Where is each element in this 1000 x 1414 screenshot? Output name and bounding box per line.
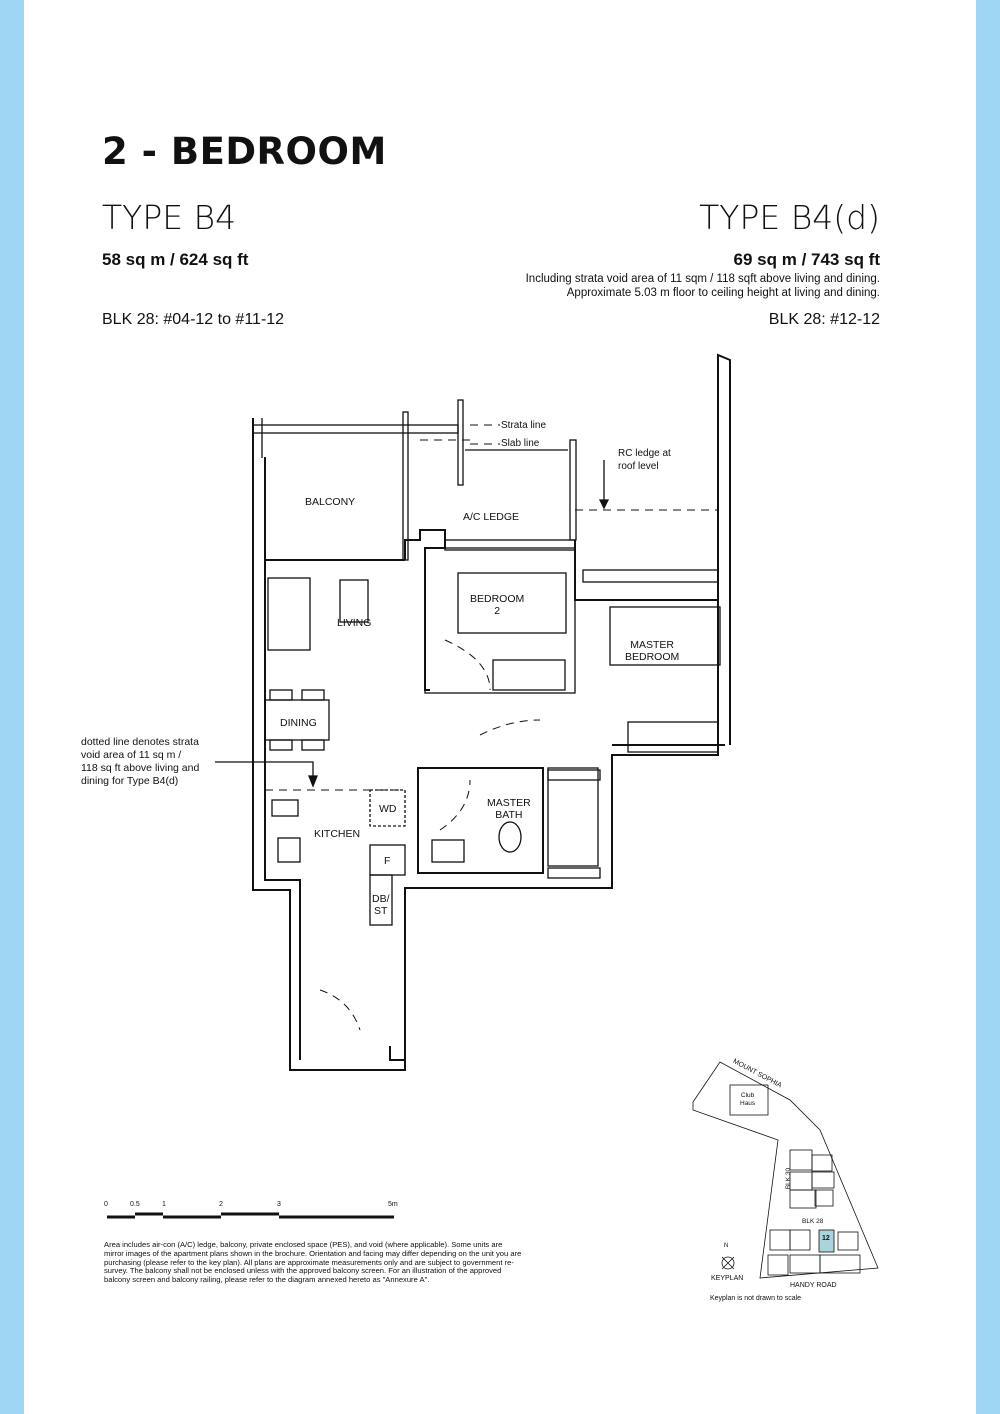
wardrobe-2 xyxy=(492,659,566,691)
outer-wall xyxy=(252,418,406,1071)
type-b4d-note-1: Including strata void area of 11 sqm / 1… xyxy=(525,273,880,285)
scale-tick: 2 xyxy=(219,1201,223,1208)
clubhouse xyxy=(729,1084,769,1116)
sofa xyxy=(267,577,311,651)
room-wd: WD xyxy=(379,803,397,815)
master-window xyxy=(582,569,719,583)
keyplan-label: KEYPLAN xyxy=(711,1275,744,1282)
keyplan-footnote: Keyplan is not drawn to scale xyxy=(710,1295,802,1302)
sink xyxy=(277,837,301,863)
room-dining: DINING xyxy=(280,717,317,729)
scale-tick: 1 xyxy=(162,1201,166,1208)
type-b4d-title: TYPE B4(d) xyxy=(699,198,880,237)
keyplan-unit-12: 12 xyxy=(822,1235,830,1242)
scale-tick: 0.5 xyxy=(130,1201,140,1208)
toilet xyxy=(498,821,522,853)
room-kitchen: KITCHEN xyxy=(314,828,361,840)
keyplan-highlight-unit-12 xyxy=(818,1229,835,1253)
coffee-table xyxy=(339,579,369,623)
scale-tick: 3 xyxy=(277,1201,281,1208)
hob xyxy=(271,799,299,817)
balcony-column xyxy=(402,411,409,561)
db-store xyxy=(369,874,393,926)
keyplan-drawing xyxy=(692,1061,879,1279)
ac-ledge-wall-right xyxy=(569,439,577,541)
type-b4d-blk: BLK 28: #12-12 xyxy=(768,311,880,328)
scale-bar xyxy=(107,1212,394,1219)
dining-table xyxy=(264,699,330,741)
ac-ledge-wall xyxy=(457,399,464,486)
keyplan-north: N xyxy=(724,1243,729,1249)
page-title: 2 - BEDROOM xyxy=(102,130,387,173)
master-bath-walls xyxy=(417,767,544,874)
type-b4d-note-2: Approximate 5.03 m floor to ceiling heig… xyxy=(566,287,880,299)
master-wardrobe xyxy=(627,721,719,753)
room-living: LIVING xyxy=(337,617,372,629)
disclaimer-text: Area includes air-con (A/C) ledge, balco… xyxy=(104,1240,522,1285)
balcony-railing xyxy=(252,424,459,434)
type-b4d-area: 69 sq m / 743 sq ft xyxy=(733,250,880,269)
room-ac-ledge: A/C LEDGE xyxy=(463,511,520,523)
type-b4-title: TYPE B4 xyxy=(102,198,237,237)
keyplan-blk-28: BLK 28 xyxy=(802,1218,824,1225)
bedroom2-wall xyxy=(424,547,576,694)
room-balcony: BALCONY xyxy=(305,496,356,508)
slab-line-label: Slab line xyxy=(501,438,540,449)
outer-wall-right xyxy=(404,353,731,1060)
keyplan-blk-30: BLK 30 xyxy=(785,1167,793,1190)
scale-tick: 0 xyxy=(104,1201,108,1208)
room-db-st: DB/ST xyxy=(372,893,390,917)
room-fridge: F xyxy=(384,855,391,867)
left-margin-bar xyxy=(0,0,24,1414)
void-leader xyxy=(215,761,314,778)
north-compass-icon xyxy=(721,1256,735,1270)
keyplan-road-handy-road: HANDY ROAD xyxy=(790,1282,837,1289)
strata-line-label: Strata line xyxy=(501,420,547,431)
right-margin-bar xyxy=(976,0,1000,1414)
type-b4-area: 58 sq m / 624 sq ft xyxy=(102,250,249,269)
master-bed xyxy=(609,606,721,666)
washer-dryer xyxy=(369,789,406,827)
basin xyxy=(431,839,465,863)
type-b4-blk: BLK 28: #04-12 to #11-12 xyxy=(102,311,285,328)
scale-tick: 5m xyxy=(388,1201,398,1208)
shower xyxy=(547,767,599,867)
bed-2 xyxy=(457,572,567,634)
